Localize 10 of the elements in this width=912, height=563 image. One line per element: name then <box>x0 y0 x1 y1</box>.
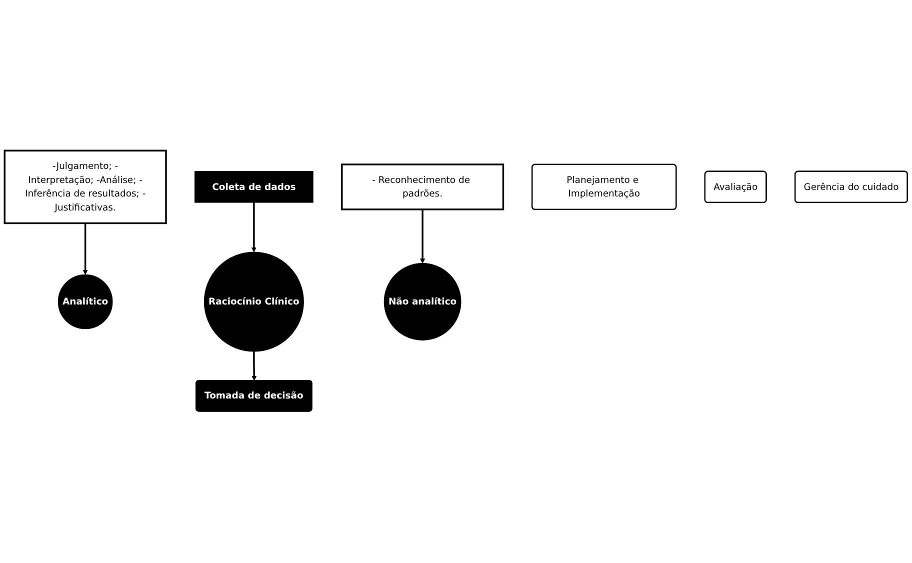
arrow <box>82 224 88 276</box>
node-circle: Analítico <box>58 274 113 330</box>
node-box: Coleta de dados <box>194 172 314 204</box>
node-circle: Raciocínio Clínico <box>204 252 304 352</box>
node-box: - Reconhecimento de padrões. <box>341 164 504 211</box>
arrow <box>251 202 256 253</box>
arrow <box>252 352 257 382</box>
arrow <box>420 210 426 264</box>
node-box: -Julgamento; -Interpretação; -Análise; -Inferência de resultados; -Justificativas. <box>4 150 167 225</box>
node-circle: Não analítico <box>384 264 462 341</box>
